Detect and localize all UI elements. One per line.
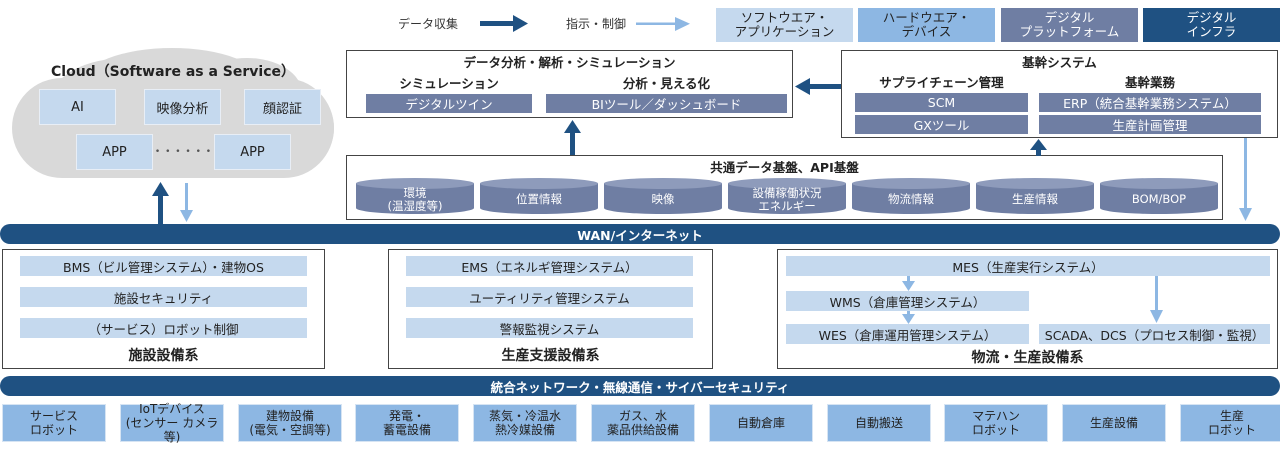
core-to-wan-arrow [1239,138,1252,221]
production-planning-bar: 生産計画管理 [1039,115,1261,134]
mes-to-wms-arrow [902,276,915,291]
cloud-item-ai: AI [39,89,116,125]
device-tile: IoTデバイス (センサー カメラ等) [120,402,224,444]
mes-to-scada-arrow [1150,276,1163,323]
wms-to-wes-arrow [902,311,915,324]
legend-data-collection-label: データ収集 [398,17,459,31]
core-system-title: 基幹システム [1022,54,1097,70]
data-store-label: 物流情報 [888,192,934,206]
device-tile: 生産設備 [1062,404,1166,442]
cloud-ellipsis: • • • • • • [154,147,213,157]
device-tile: 蒸気・冷温水 熱冷媒設備 [473,404,577,442]
legend-software-application: ソフトウエア・ アプリケーション [716,8,853,42]
supply-chain-heading: サプライチェーン管理 [879,74,1004,90]
scada-dcs-box: SCADA、DCS（プロセス制御・監視） [1039,324,1270,344]
analytics-simulation-heading: シミュレーション [399,75,499,91]
mes-box: MES（生産実行システム） [786,256,1270,276]
legend-digital-platform: デジタル プラットフォーム [1001,8,1138,42]
device-tile: 自動搬送 [827,404,931,442]
platform-to-core-arrow [1030,139,1047,156]
cloud-title: Cloud（Software as a Service） [51,64,295,80]
data-store-cylinder: 設備稼働状況 エネルギー [728,178,846,214]
cloud-download-arrow [180,183,193,222]
bms-box: BMS（ビル管理システム）・建物OS [20,256,307,276]
platform-to-analytics-arrow [564,120,581,155]
facility-title: 施設設備系 [128,348,199,364]
data-store-cylinder: 位置情報 [480,178,598,214]
core-business-heading: 基幹業務 [1124,74,1175,90]
scm-bar: SCM [855,93,1028,112]
legend-data-collection-arrow [480,15,528,32]
cloud-item-app-1: APP [76,134,153,170]
legend-hardware-device: ハードウエア・ デバイス [858,8,995,42]
utility-management-box: ユーティリティ管理システム [406,287,693,307]
cloud-item-video-analysis: 映像分析 [144,89,221,125]
cloud-item-face-recognition: 顔認証 [244,89,321,125]
data-store-cylinder: BOM/BOP [1100,178,1218,214]
production-support-title: 生産支援設備系 [501,348,600,364]
data-store-label: 映像 [651,192,675,206]
facility-security-box: 施設セキュリティ [20,287,307,307]
device-tile: 自動倉庫 [709,404,813,442]
device-tile: マテハン ロボット [944,404,1048,442]
core-to-analytics-arrow [795,78,841,95]
data-store-label: 設備稼働状況 エネルギー [752,185,822,213]
device-tile: 生産 ロボット [1180,404,1280,442]
data-store-label: BOM/BOP [1131,192,1187,206]
device-tile: 発電・ 蓄電設備 [355,404,459,442]
device-tile: ガス、水 薬品供給設備 [591,404,695,442]
wes-box: WES（倉庫運用管理システム） [786,324,1029,344]
data-platform-title: 共通データ基盤、API基盤 [710,159,859,175]
logistics-production-title: 物流・生産設備系 [971,350,1084,366]
device-tile: サービス ロボット [2,404,106,442]
legend-instruction-control-label: 指示・制御 [566,17,627,31]
analytics-visualization-heading: 分析・見える化 [622,75,711,91]
digital-twin-bar: デジタルツイン [366,94,532,113]
erp-bar: ERP（統合基幹業務システム） [1039,93,1261,112]
alarm-monitoring-box: 警報監視システム [406,318,693,338]
robot-control-box: （サービス）ロボット制御 [20,318,307,338]
ems-box: EMS（エネルギ管理システム） [406,256,693,276]
data-store-cylinder: 環境 (温湿度等) [356,178,474,214]
cloud-upload-arrow [152,182,169,224]
device-tile: 建物設備 (電気・空調等) [238,404,342,442]
data-store-label: 位置情報 [516,192,562,206]
cloud-item-app-2: APP [214,134,291,170]
analytics-title: データ分析・解析・シミュレーション [463,54,676,70]
gx-tool-bar: GXツール [855,115,1028,134]
legend-instruction-control-arrow [636,17,690,31]
wms-box: WMS（倉庫管理システム） [786,291,1029,311]
bi-dashboard-bar: BIツール／ダッシュボード [546,94,787,113]
wan-internet-bar: WAN/インターネット [0,224,1280,244]
integrated-network-bar: 統合ネットワーク・無線通信・サイバーセキュリティ [0,376,1280,396]
data-store-cylinder: 生産情報 [976,178,1094,214]
data-store-label: 環境 (温湿度等) [387,185,443,213]
data-store-cylinder: 物流情報 [852,178,970,214]
data-store-label: 生産情報 [1012,192,1058,206]
data-store-cylinder: 映像 [604,178,722,214]
legend-digital-infra: デジタル インフラ [1143,8,1280,42]
